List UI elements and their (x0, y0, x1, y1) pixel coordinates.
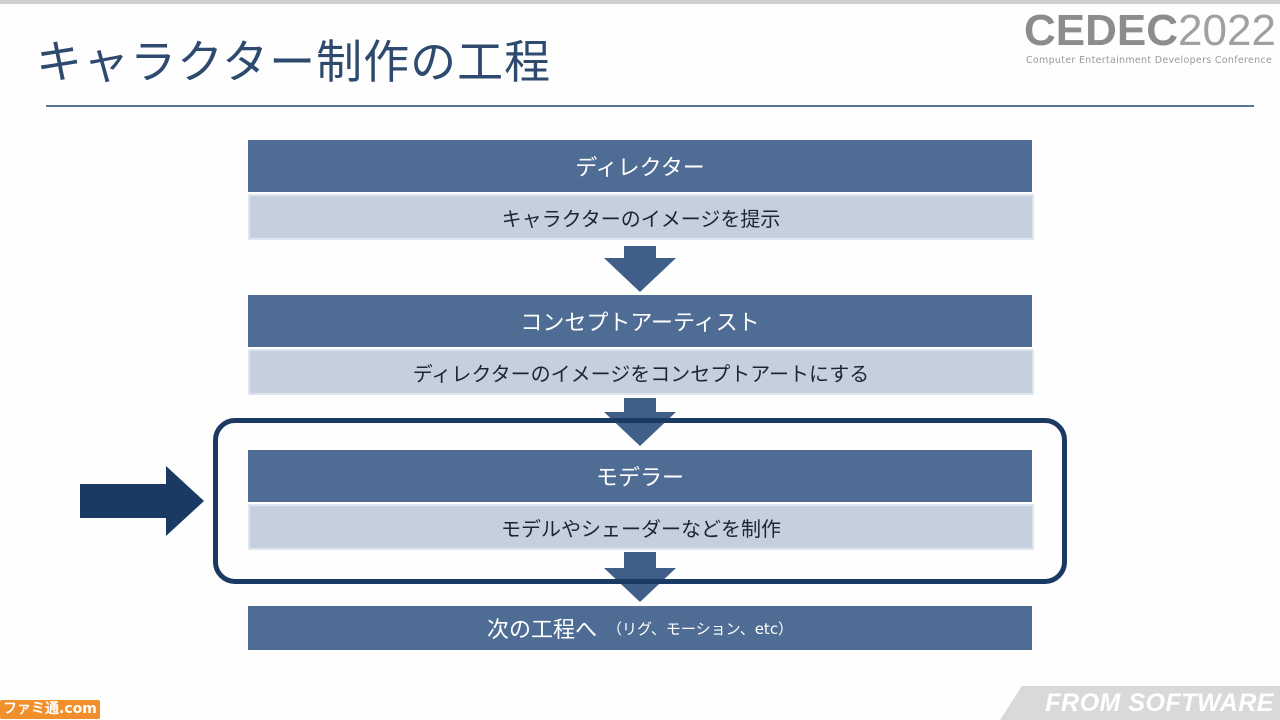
title-divider (46, 105, 1254, 107)
from-software-logo: FROM SOFTWARE (1000, 686, 1280, 720)
next-process-detail: （リグ、モーション、etc） (606, 619, 794, 638)
logo-year: 2022 (1178, 6, 1276, 55)
footer-brand-band (1000, 686, 1280, 720)
flow-arrow-down-icon (604, 246, 676, 292)
role-task-director: キャラクターのイメージを提示 (248, 194, 1034, 240)
logo-subtitle: Computer Entertainment Developers Confer… (1026, 55, 1273, 66)
famitsu-watermark: ファミ通.com (0, 700, 100, 719)
cedec-logo: CEDEC2022 Computer Entertainment Develop… (1024, 8, 1276, 70)
role-task-modeler: モデルやシェーダーなどを制作 (248, 504, 1034, 550)
modeler-highlight-frame (213, 418, 1067, 584)
logo-wordmark: CEDEC2022 (1024, 8, 1276, 54)
next-process-label: 次の工程へ (486, 618, 597, 643)
role-header-director: ディレクター (248, 140, 1032, 192)
role-header-modeler: モデラー (248, 450, 1032, 502)
logo-cedec: CEDEC (1024, 6, 1179, 55)
top-strip (0, 0, 1280, 4)
next-process-box: 次の工程へ （リグ、モーション、etc） (248, 606, 1032, 650)
role-header-concept-artist: コンセプトアーティスト (248, 295, 1032, 347)
footer-brand-text: FROM SOFTWARE (1045, 689, 1274, 717)
step-director: ディレクター キャラクターのイメージを提示 (248, 140, 1034, 240)
step-concept-artist: コンセプトアーティスト ディレクターのイメージをコンセプトアートにする (248, 295, 1034, 395)
flow-arrow-down-icon (604, 552, 676, 602)
slide-title: キャラクター制作の工程 (36, 35, 552, 89)
step-modeler: モデラー モデルやシェーダーなどを制作 (248, 450, 1034, 550)
role-task-concept-artist: ディレクターのイメージをコンセプトアートにする (248, 349, 1034, 395)
pointer-arrow-right-icon (80, 466, 204, 536)
